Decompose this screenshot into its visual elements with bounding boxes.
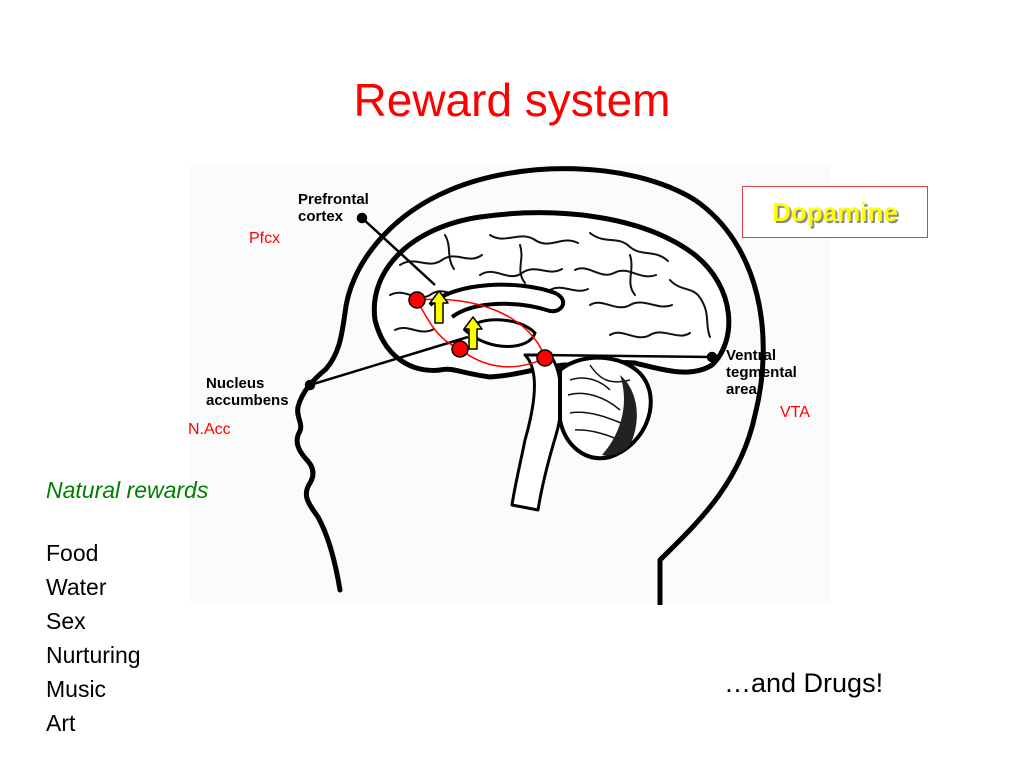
corpus-callosum [428, 282, 566, 319]
brain-diagram: Prefrontal cortex Nucleus accumbens Vent… [190, 165, 830, 605]
nucleus-accumbens-label: Nucleus accumbens [206, 375, 289, 409]
pathway-nodes [408, 291, 554, 367]
dopamine-text: Dopamine [772, 196, 898, 227]
prefrontal-cortex-label: Prefrontal cortex [298, 191, 369, 225]
vta-node [536, 349, 554, 367]
pfcx-label: Pfcx [249, 230, 281, 247]
head-outline [294, 166, 766, 605]
thalamus [462, 318, 537, 348]
brain-sagittal-illustration [294, 166, 766, 605]
vta-label: VTA [780, 404, 810, 421]
dopamine-box: Dopamine [742, 186, 928, 238]
pointer-lines [304, 212, 718, 391]
up-arrow-icon [429, 290, 449, 324]
brainstem [510, 353, 563, 512]
and-drugs-text: …and Drugs! [724, 668, 884, 698]
cerebellum [558, 355, 653, 461]
cortex-folds [389, 232, 711, 339]
nucleus-pointer-dot [304, 379, 316, 391]
dopamine-arrows [429, 290, 483, 350]
vta-pointer [539, 353, 713, 359]
ventral-tegmental-area-label: Ventral tegmental area [726, 347, 797, 398]
up-arrow-icon [463, 316, 483, 350]
vta-pointer-dot [706, 351, 718, 363]
list-item: Art [46, 710, 76, 736]
cerebellum-shade [602, 375, 637, 456]
list-item: Food [46, 540, 99, 566]
list-item: Music [46, 676, 107, 702]
nacc-label: N.Acc [188, 421, 231, 438]
prefrontal-pointer-dot [356, 212, 368, 224]
pfcx-node [408, 291, 426, 309]
list-item: Sex [46, 608, 86, 634]
nacc-node [451, 340, 469, 358]
list-item: Water [46, 574, 107, 600]
nucleus-pointer [309, 335, 469, 387]
list-item: Nurturing [46, 642, 141, 668]
natural-rewards-heading: Natural rewards [46, 477, 209, 503]
prefrontal-pointer [361, 217, 436, 286]
natural-rewards-list: Food Water Sex Nurturing Music Art [46, 536, 141, 740]
slide-title: Reward system [353, 74, 671, 126]
